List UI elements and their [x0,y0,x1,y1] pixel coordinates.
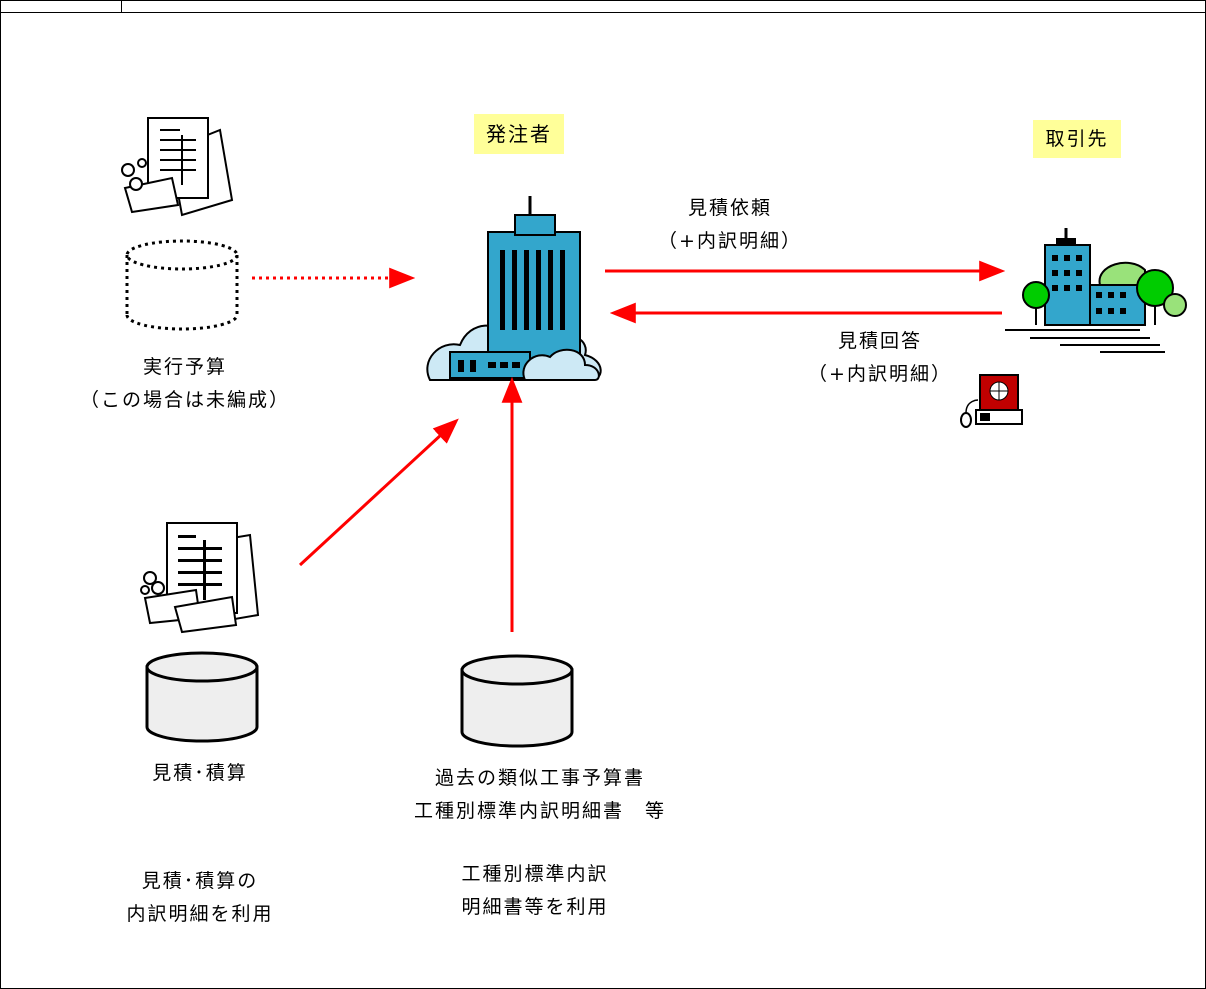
database-icon [145,651,259,743]
use-estimate-label: 見積･積算の 内訳明細を利用 [95,865,305,931]
estimate-label: 見積･積算 [152,762,248,784]
estimate-to-orderer-arrow [298,418,459,567]
use-standard-label-line2: 明細書等を利用 [461,896,609,918]
budget-label-line1: 実行予算 [142,356,227,378]
document-stack-icon [140,522,260,634]
computer-terminal-icon [960,374,1023,428]
budget-label: 実行予算 （この場合は未編成） [60,351,310,417]
budget-label-line2: （この場合は未編成） [79,389,290,411]
answer-label: 見積回答 （+内訳明細） [780,325,980,391]
use-estimate-label-line2: 内訳明細を利用 [126,903,274,925]
past-budget-label-line1: 過去の類似工事予算書 [434,767,645,789]
orderer-label: 発注者 [458,114,580,154]
answer-label-line2: （+内訳明細） [808,363,952,385]
past-budget-label-line2: 工種別標準内訳明細書 等 [413,800,666,822]
header-divider [121,0,122,12]
request-label: 見積依頼 （+内訳明細） [640,192,820,258]
header-rule [0,12,1206,13]
request-label-line1: 見積依頼 [687,197,772,219]
answer-label-line1: 見積回答 [837,330,922,352]
headquarters-building-icon [426,196,602,381]
request-label-line2: （+内訳明細） [658,230,802,252]
past-budget-label: 過去の類似工事予算書 工種別標準内訳明細書 等 [370,762,710,828]
use-standard-label: 工種別標準内訳 明細書等を利用 [420,858,650,924]
document-stack-icon [121,117,234,217]
use-estimate-label-line1: 見積･積算の [141,870,259,892]
database-icon [460,654,574,748]
supplier-building-icon [1005,228,1187,353]
use-standard-label-line1: 工種別標準内訳 [461,863,609,885]
supplier-label: 取引先 [1012,120,1142,158]
dashed-database-icon [125,239,239,331]
